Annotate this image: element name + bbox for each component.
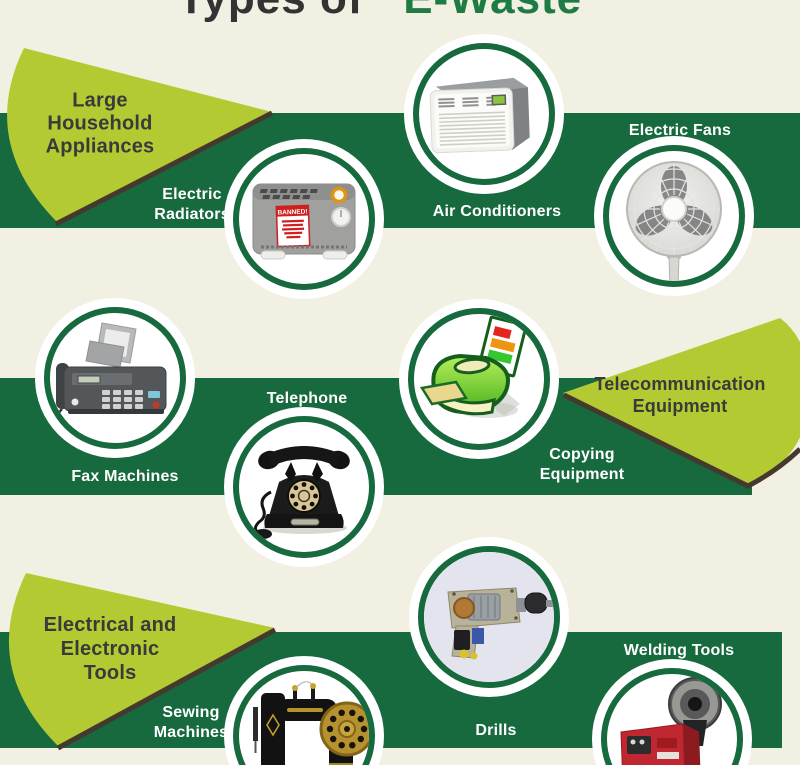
- item-label-drills: Drills: [475, 722, 517, 739]
- radiator-knob: [330, 186, 348, 204]
- item-circle-fax-machines: [44, 307, 186, 449]
- fax-keypad: [102, 390, 143, 409]
- air-conditioner-image: [429, 77, 530, 154]
- telephone-cord: [254, 490, 272, 536]
- item-circle-air-conditioners: [413, 43, 555, 185]
- category-label-telecommunication-equipment: Telecommunication Equipment: [594, 374, 766, 416]
- ac-front-vents: [438, 111, 506, 146]
- banned-sticker-text: BANNED!: [277, 208, 307, 216]
- ac-top-vents: [438, 96, 497, 108]
- item-circle-sewing-machines: [233, 665, 375, 765]
- fax-machine-image: [56, 322, 167, 436]
- electric-radiator-image: BANNED!: [252, 183, 356, 260]
- page-title-dark: Types of: [178, 0, 364, 23]
- drill-chuck: [524, 592, 548, 614]
- copier-paper-tray: [419, 380, 469, 406]
- telephone-image: [254, 446, 350, 539]
- copying-equipment-image: [419, 315, 528, 418]
- category-label-large-household-appliances: Large Household Appliances: [45, 89, 155, 158]
- drill-motor-coil: [453, 597, 475, 619]
- fan-hub: [661, 196, 687, 222]
- item-label-welding-tools: Welding Tools: [623, 642, 735, 659]
- page-title: Types of E-Waste: [178, 0, 582, 24]
- item-label-sewing-machines: Sewing Machines: [153, 704, 229, 741]
- drill-image: [424, 552, 554, 682]
- wedge-large-household-appliances: [7, 48, 273, 222]
- wedge2-edge-line: [562, 392, 800, 489]
- welding-tool-image: [620, 677, 722, 765]
- page-title-green: E-Waste: [403, 0, 582, 23]
- item-circle-drills: [418, 546, 560, 688]
- wedge-electrical-electronic-tools: [8, 573, 275, 746]
- fax-cord: [56, 408, 64, 436]
- item-label-fax-machines: Fax Machines: [71, 468, 179, 485]
- item-label-electric-fans: Electric Fans: [628, 122, 732, 139]
- telephone-handset: [267, 446, 341, 466]
- item-circle-telephone: [233, 416, 375, 558]
- fax-display: [77, 375, 101, 384]
- sewing-gold-emblem: [266, 713, 280, 737]
- category-label-electrical-electronic-tools: Electrical and Electronic Tools: [43, 614, 177, 684]
- item-label-telephone: Telephone: [266, 390, 348, 407]
- fan-grill: [628, 163, 720, 255]
- sewing-machine-image: [253, 681, 369, 765]
- item-circle-electric-radiators: BANNED!: [233, 148, 375, 290]
- wedge-telecommunication-equipment: [563, 318, 800, 486]
- item-circle-electric-fans: [603, 145, 745, 287]
- wedge3-edge-line: [56, 627, 277, 751]
- wedge1-edge-line: [54, 110, 274, 227]
- item-label-electric-radiators: Electric Radiators: [154, 186, 230, 223]
- item-label-copying-equipment: Copying Equipment: [539, 446, 625, 483]
- radiator-vents: [259, 189, 318, 199]
- electric-fan-image: [626, 161, 722, 281]
- item-label-air-conditioners: Air Conditioners: [432, 203, 562, 220]
- item-circle-welding-tools: [601, 668, 743, 765]
- ac-display: [491, 94, 507, 106]
- item-circle-copying-equipment: [408, 308, 550, 450]
- radiator-banned-sticker: BANNED!: [275, 204, 311, 248]
